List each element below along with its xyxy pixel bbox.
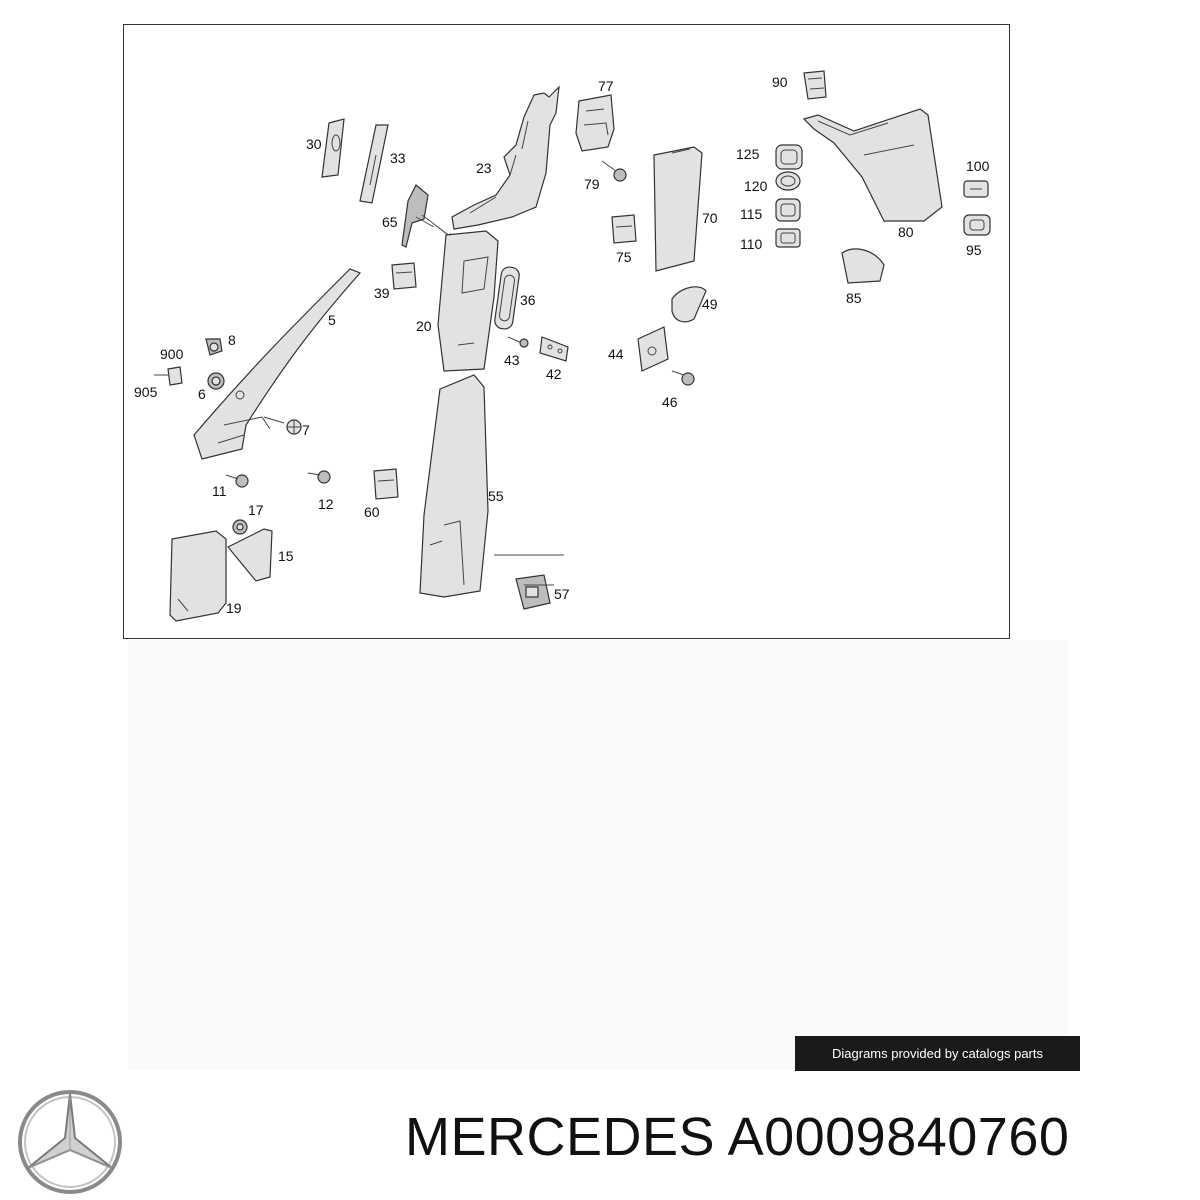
part-120: [775, 171, 801, 191]
callout-57: 57: [554, 586, 570, 602]
part-8: [205, 338, 223, 356]
part-90: [803, 70, 827, 100]
callout-60: 60: [364, 504, 380, 520]
callout-20: 20: [416, 318, 432, 334]
parts-diagram: 77 90 30 33 23 79 125 100 120 65 115 70 …: [123, 24, 1010, 639]
part-5: [193, 268, 362, 460]
part-95: [963, 214, 991, 236]
callout-15: 15: [278, 548, 294, 564]
callout-23: 23: [476, 160, 492, 176]
callout-85: 85: [846, 290, 862, 306]
part-42: [539, 336, 569, 362]
credit-badge: Diagrams provided by catalogs parts: [795, 1036, 1080, 1071]
part-125: [775, 144, 803, 170]
callout-5: 5: [328, 312, 336, 328]
callout-17: 17: [248, 502, 264, 518]
callout-65: 65: [382, 214, 398, 230]
callout-80: 80: [898, 224, 914, 240]
callout-110: 110: [740, 236, 763, 252]
part-55: [419, 374, 489, 598]
part-43: [507, 336, 529, 348]
callout-100: 100: [966, 158, 990, 174]
callout-125: 125: [736, 146, 760, 162]
callout-43: 43: [504, 352, 520, 368]
part-33: [359, 124, 389, 204]
three-pointed-star-icon: [18, 1090, 122, 1194]
callout-75: 75: [616, 249, 632, 265]
part-7: [286, 419, 302, 435]
part-57: [515, 574, 551, 610]
callout-11: 11: [212, 483, 227, 499]
page-title: MERCEDES A0009840760: [405, 1107, 1070, 1167]
callout-95: 95: [966, 242, 982, 258]
callout-905: 905: [134, 384, 158, 400]
part-15: [227, 528, 273, 582]
callout-49: 49: [702, 296, 718, 312]
part-49: [671, 286, 707, 323]
part-79: [601, 160, 627, 182]
part-60: [373, 468, 399, 500]
part-20: [437, 230, 499, 372]
part-30: [321, 118, 345, 178]
callout-6: 6: [198, 386, 206, 402]
callout-8: 8: [228, 332, 236, 348]
part-85: [841, 248, 885, 284]
callout-42: 42: [546, 366, 562, 382]
part-23: [451, 85, 560, 230]
callout-900: 900: [160, 346, 184, 362]
callout-30: 30: [306, 136, 322, 152]
part-6: [207, 372, 225, 390]
part-36: [494, 266, 520, 330]
callout-33: 33: [390, 150, 406, 166]
part-900: [154, 366, 183, 386]
part-46: [671, 370, 695, 386]
part-11: [225, 474, 249, 488]
callout-36: 36: [520, 292, 536, 308]
part-75: [611, 214, 637, 244]
part-44: [637, 326, 669, 372]
diagram-drawing: 77 90 30 33 23 79 125 100 120 65 115 70 …: [134, 70, 991, 622]
background-panel: [128, 640, 1068, 1070]
part-17: [232, 519, 248, 535]
callout-70: 70: [702, 210, 718, 226]
callout-7: 7: [302, 422, 310, 438]
part-100: [963, 180, 989, 198]
part-70: [653, 146, 703, 272]
callout-12: 12: [318, 496, 334, 512]
callout-46: 46: [662, 394, 678, 410]
callout-120: 120: [744, 178, 768, 194]
callout-77: 77: [598, 78, 614, 94]
callout-39: 39: [374, 285, 390, 301]
part-39: [391, 262, 417, 290]
callout-79: 79: [584, 176, 600, 192]
callout-19: 19: [226, 600, 242, 616]
callout-55: 55: [488, 488, 504, 504]
part-110: [775, 228, 801, 248]
callout-115: 115: [740, 206, 763, 222]
callout-44: 44: [608, 346, 624, 362]
part-12: [307, 470, 331, 484]
part-19: [169, 530, 227, 622]
leader-lines: [263, 216, 564, 586]
part-115: [775, 198, 801, 222]
part-80: [802, 108, 943, 222]
callout-90: 90: [772, 74, 788, 90]
part-77: [575, 94, 615, 152]
